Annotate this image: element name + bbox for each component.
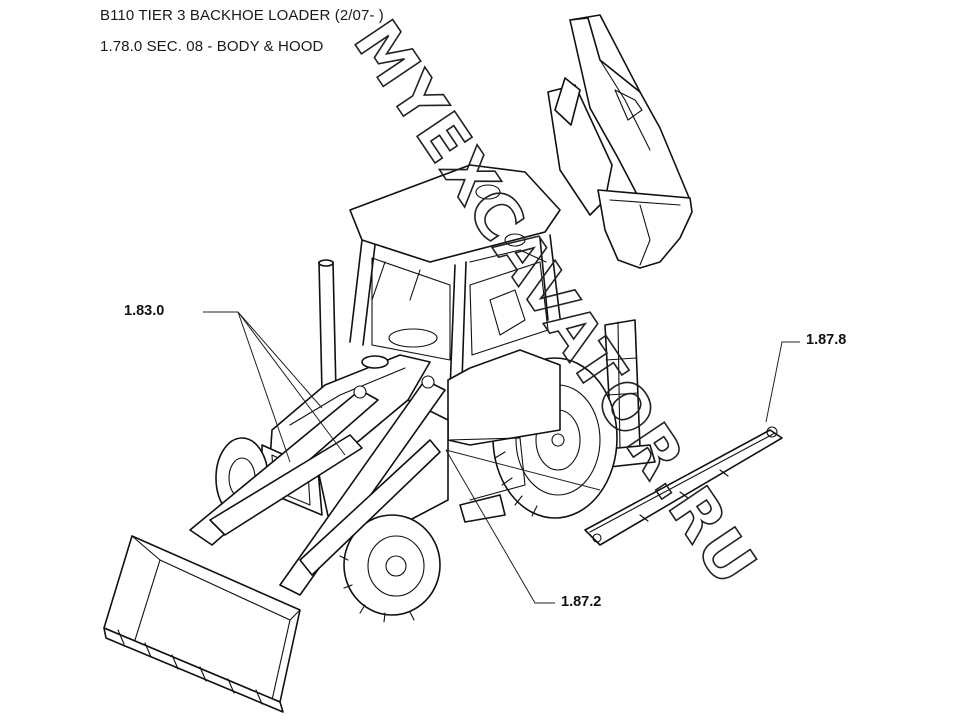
loader-bucket	[103, 535, 301, 713]
callout-rear-frame: 1.87.8	[806, 332, 847, 348]
diagram-title: B110 TIER 3 BACKHOE LOADER (2/07- )	[100, 7, 384, 24]
section-title: 1.78.0 SEC. 08 - BODY & HOOD	[100, 38, 324, 55]
callout-hood: 1.83.0	[124, 303, 165, 319]
backhoe-arm	[547, 14, 693, 469]
loader-arms	[189, 375, 446, 596]
leader-lines	[203, 311, 800, 604]
cab	[349, 164, 561, 446]
rear-frame-part	[584, 426, 783, 546]
callout-front-frame: 1.87.2	[561, 594, 602, 610]
